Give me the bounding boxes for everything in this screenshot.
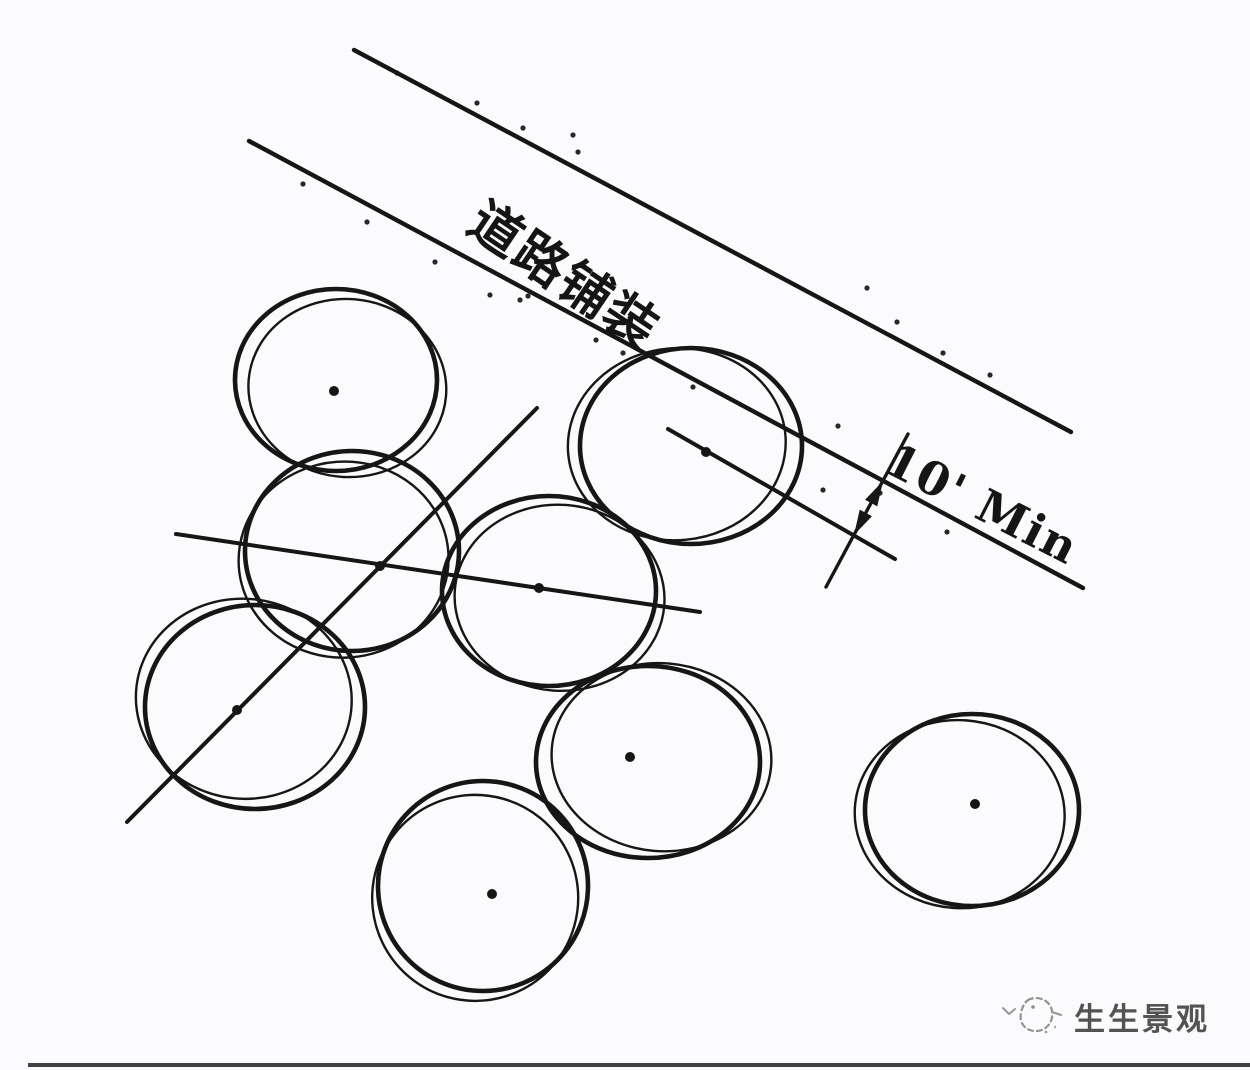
dimension-line (824, 432, 910, 589)
tree-spacing-line (125, 406, 539, 824)
ink-speckle (820, 487, 826, 493)
tree-canopy-outline-secondary (453, 503, 666, 693)
ink-speckle (940, 350, 946, 356)
road-edge-line (246, 138, 1086, 591)
watermark-logo-icon (1002, 996, 1062, 1034)
ink-speckle (877, 490, 883, 496)
road-edge-line (351, 47, 1074, 435)
ink-speckle (517, 297, 523, 303)
dimension-arrowhead (865, 481, 883, 507)
tree-center-dot (487, 889, 497, 899)
ink-speckle (432, 259, 438, 265)
ink-speckle (987, 372, 993, 378)
ink-speckle (474, 100, 480, 106)
tree-canopy-outline (232, 286, 440, 474)
ink-speckle (944, 529, 950, 535)
tree-spacing-line (666, 427, 897, 561)
tree-canopy-outline (577, 345, 805, 547)
watermark-text: 生生景观 (1074, 1001, 1210, 1037)
watermark: 生生景观 (1000, 992, 1210, 1040)
ink-speckle (593, 337, 599, 343)
tree-canopy-outline-secondary (134, 597, 353, 801)
tree-canopy-outline (862, 711, 1082, 909)
tree-center-dot (534, 583, 544, 593)
tree-canopy-outline-secondary (853, 718, 1066, 910)
tree-canopy-outline (439, 493, 659, 689)
tree-canopy-outline (242, 448, 462, 654)
ink-speckle (835, 423, 841, 429)
ink-speckle (620, 350, 626, 356)
ink-speckle (894, 319, 900, 325)
tree-center-dot (329, 386, 339, 396)
tree-canopy-outline-secondary (370, 793, 580, 1003)
ink-speckle (520, 125, 526, 131)
ink-speckle (525, 293, 531, 299)
ink-speckle (487, 292, 493, 298)
tree-canopy-outline-secondary (550, 661, 773, 853)
ink-speckle (570, 132, 576, 138)
tree-canopy-outline (375, 778, 591, 994)
page-bottom-rule (28, 1063, 1250, 1067)
tree-canopy-outline (533, 663, 763, 861)
tree-canopy-outline-secondary (247, 297, 448, 479)
tree-center-dot (625, 752, 635, 762)
tree-center-dot (375, 561, 385, 571)
ink-speckle (394, 70, 400, 76)
ink-speckle (300, 181, 306, 187)
ink-speckle (690, 384, 696, 390)
tree-center-dot (701, 447, 711, 457)
ink-speckle (364, 219, 370, 225)
tree-spacing-line (174, 532, 702, 614)
ink-speckle (575, 149, 581, 155)
ink-speckle (864, 285, 870, 291)
tree-canopy-outline (142, 602, 368, 812)
dimension-arrowhead (854, 509, 872, 535)
tree-center-dot (970, 799, 980, 809)
tree-center-dot (232, 705, 242, 715)
